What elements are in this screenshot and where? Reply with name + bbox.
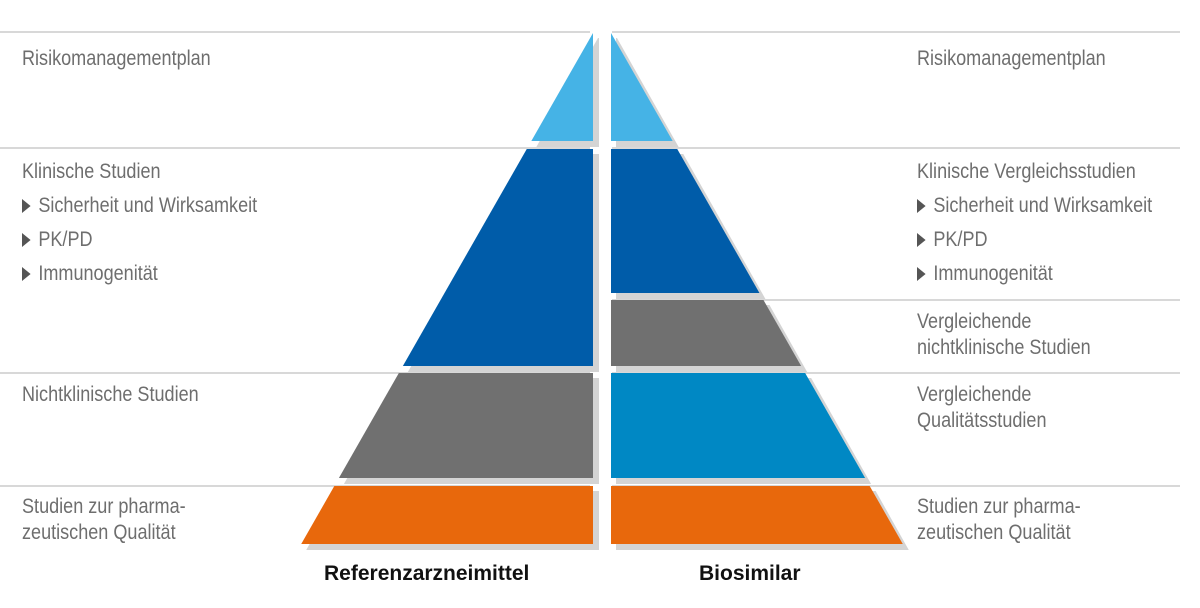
left-label-quality: Studien zur pharma- zeutischen Qualität	[22, 495, 186, 544]
left-band-1	[402, 149, 593, 366]
left-label-risk-plan: Risikomanagementplan	[22, 47, 211, 70]
left-band-0	[531, 33, 593, 141]
triangle-bullet-icon	[917, 233, 926, 247]
bullet-item: Sicherheit und Wirksamkeit	[22, 189, 257, 223]
bullet-item: PK/PD	[917, 223, 1152, 257]
left-label-clinical: Klinische Studien Sicherheit und Wirksam…	[22, 155, 257, 291]
right-band-0	[611, 33, 673, 141]
right-label-quality-studies: Vergleichende Qualitätsstudien	[917, 383, 1047, 432]
right-column-title: Biosimilar	[699, 562, 801, 585]
right-band-4	[611, 486, 903, 544]
bullet-item: PK/PD	[22, 223, 257, 257]
left-band-3	[301, 486, 593, 544]
right-label-pharma-quality: Studien zur pharma- zeutischen Qualität	[917, 495, 1081, 544]
triangle-bullet-icon	[22, 267, 31, 281]
bullet-item: Immunogenität	[917, 257, 1152, 291]
right-label-clinical: Klinische Vergleichsstudien Sicherheit u…	[917, 155, 1152, 291]
bullet-item: Sicherheit und Wirksamkeit	[917, 189, 1152, 223]
triangle-bullet-icon	[22, 199, 31, 213]
triangle-bullet-icon	[917, 199, 926, 213]
pyramid-bands	[301, 33, 903, 544]
right-label-risk-plan: Risikomanagementplan	[917, 47, 1106, 70]
left-label-nonclinical: Nichtklinische Studien	[22, 383, 199, 406]
left-band-2	[338, 373, 593, 478]
triangle-bullet-icon	[917, 267, 926, 281]
right-band-2	[611, 300, 802, 366]
left-column-title: Referenzarzneimittel	[324, 562, 530, 585]
bullet-item: Immunogenität	[22, 257, 257, 291]
triangle-bullet-icon	[22, 233, 31, 247]
right-band-1	[611, 149, 760, 293]
right-band-3	[611, 373, 866, 478]
right-label-nonclinical: Vergleichende nichtklinische Studien	[917, 310, 1091, 359]
